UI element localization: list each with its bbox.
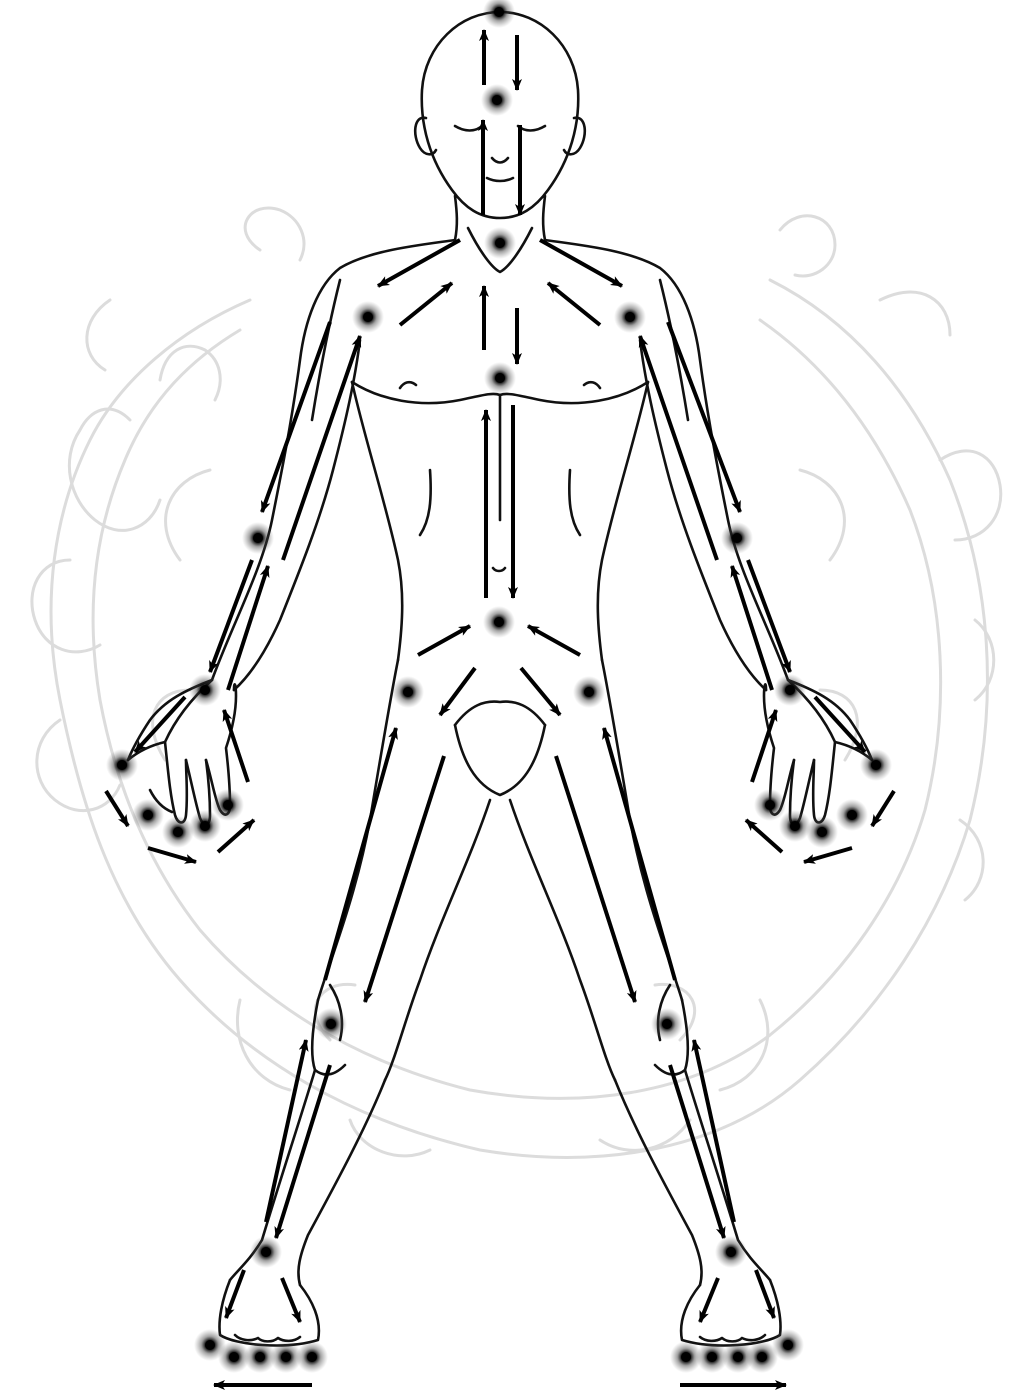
flow-arrow-icon (440, 668, 475, 715)
energy-point-icon (754, 789, 786, 821)
energy-point-icon (573, 676, 605, 708)
flow-arrow-icon (400, 283, 452, 325)
flow-arrow-icon (670, 1065, 724, 1238)
energy-point-icon (392, 676, 424, 708)
energy-point-icon (651, 1008, 683, 1040)
flow-arrow-icon (218, 820, 254, 852)
energy-point-icon (242, 522, 274, 554)
flow-arrow-icon (282, 1278, 300, 1322)
flow-arrow-icon (540, 240, 622, 286)
flow-arrow-icon (756, 1270, 774, 1318)
flow-arrow-icon (872, 791, 894, 826)
flow-arrow-icon (748, 560, 790, 672)
flow-arrow-icon (266, 1040, 306, 1222)
energy-point-icon (296, 1341, 328, 1373)
human-figure-outline-icon (128, 12, 872, 1345)
energy-point-icon (779, 810, 811, 842)
energy-point-icon (106, 749, 138, 781)
flow-arrow-icon (804, 848, 852, 862)
energy-point-icon (721, 522, 753, 554)
energy-point-icon (189, 674, 221, 706)
energy-point-icon (483, 0, 515, 28)
flow-arrow-icon (378, 240, 460, 286)
flow-arrow-icon (262, 322, 330, 512)
energy-point-icon (315, 1008, 347, 1040)
energy-point-icon (481, 84, 513, 116)
energy-point-icon (212, 789, 244, 821)
energy-point-icon (806, 816, 838, 848)
flow-arrow-icon (700, 1278, 718, 1322)
energy-point-icon (132, 799, 164, 831)
energy-point-icon (484, 362, 516, 394)
energy-point-icon (670, 1341, 702, 1373)
energy-point-icon (715, 1236, 747, 1268)
energy-point-icon (352, 301, 384, 333)
energy-points (106, 0, 892, 1373)
energy-point-icon (162, 816, 194, 848)
flow-arrow-icon (226, 1270, 244, 1318)
energy-point-icon (860, 749, 892, 781)
flow-arrow-icon (746, 820, 782, 852)
flow-arrow-icon (528, 626, 580, 655)
energy-point-icon (250, 1236, 282, 1268)
energy-point-icon (774, 674, 806, 706)
energy-point-icon (614, 301, 646, 333)
energy-point-icon (483, 606, 515, 638)
flow-arrow-icon (548, 283, 600, 325)
energy-point-icon (836, 799, 868, 831)
flow-arrow-icon (276, 1065, 330, 1238)
flow-arrow-icon (210, 560, 252, 672)
flow-arrow-icon (668, 322, 740, 512)
flow-arrow-icon (418, 626, 470, 655)
energy-point-icon (484, 227, 516, 259)
